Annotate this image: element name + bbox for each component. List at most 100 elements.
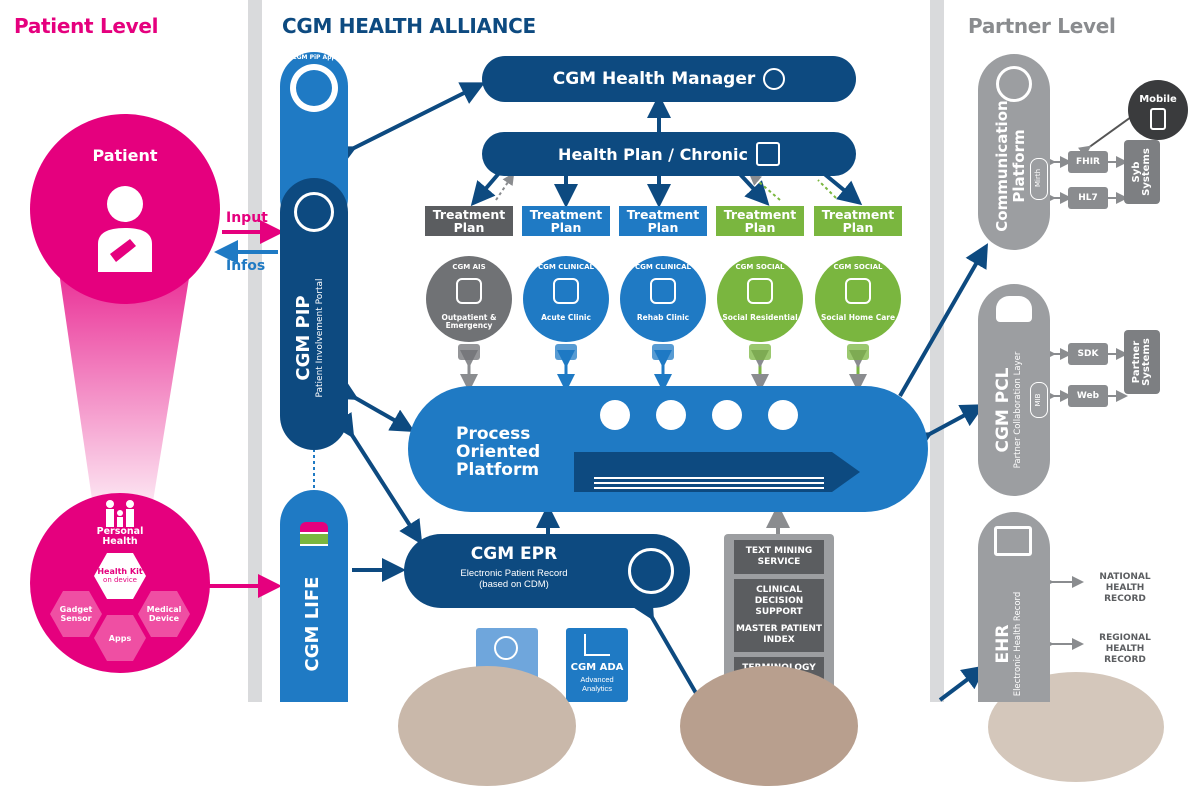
- ehr-subtitle: Electronic Health Record: [1013, 591, 1023, 697]
- platform-icon-4: [768, 400, 798, 430]
- comm-vertical-label: Communication Platform: [993, 96, 1034, 236]
- infos-label: Infos: [226, 258, 266, 274]
- gadget-sensor-hex[interactable]: Gadget Sensor: [50, 591, 102, 637]
- system-circle-icon-2: [553, 278, 579, 304]
- system-circle-icon-1: [456, 278, 482, 304]
- people-icon: [996, 296, 1032, 322]
- system-circle-1[interactable]: CGM AIS Outpatient & Emergency: [426, 256, 512, 342]
- health-kit-hex[interactable]: Health Kit on device: [94, 553, 146, 599]
- system-circle-5[interactable]: CGM SOCIAL Social Home Care: [815, 256, 901, 342]
- treatment-plan-box-2[interactable]: Treatment Plan: [522, 206, 610, 236]
- mirth-label: Mirth: [1034, 168, 1042, 188]
- folder-icon: [994, 526, 1032, 556]
- national-line1: NATIONAL: [1099, 572, 1151, 582]
- health-plan-pill[interactable]: Health Plan / Chronic: [482, 132, 856, 176]
- patient-title: Patient: [92, 146, 158, 165]
- pip-app-label: CGM PiP App: [292, 54, 336, 61]
- regional-health-record[interactable]: REGIONAL HEALTH RECORD: [1084, 633, 1166, 666]
- national-health-record[interactable]: NATIONAL HEALTH RECORD: [1084, 572, 1166, 605]
- system-circle-top-1: CGM AIS: [452, 263, 486, 271]
- pip-title: CGM PIP: [293, 295, 314, 381]
- epr-sub2: (based on CDM): [479, 579, 549, 590]
- database-cylinder-3: [652, 344, 674, 360]
- network-icon: [996, 66, 1032, 102]
- ada-sub2: Analytics: [581, 684, 612, 693]
- pcl-subtitle: Partner Collaboration Layer: [1013, 351, 1023, 469]
- service-master-patient-index[interactable]: MASTER PATIENT INDEX: [734, 618, 824, 652]
- personal-health-title: Personal Health: [96, 526, 144, 547]
- ehr-title: EHR: [993, 624, 1013, 664]
- service-clinical-decision[interactable]: CLINICAL DECISION SUPPORT: [734, 579, 824, 624]
- treatment-plan-box-5[interactable]: Treatment Plan: [814, 206, 902, 236]
- mobile-label: Mobile: [1139, 94, 1177, 105]
- pcl-vertical-label: CGM PCL Partner Collaboration Layer: [993, 330, 1034, 490]
- right-divider: [930, 0, 944, 702]
- mobile-circle[interactable]: Mobile: [1128, 80, 1188, 140]
- database-cylinder-4: [749, 344, 771, 360]
- mib-tag: MIB: [1030, 382, 1048, 418]
- system-circle-icon-4: [747, 278, 773, 304]
- platform-icon-3: [712, 400, 742, 430]
- syb-line2: Systems: [1141, 148, 1152, 196]
- mirth-tag: Mirth: [1030, 158, 1048, 200]
- patient-circle: Patient: [30, 114, 220, 304]
- national-line2: HEALTH RECORD: [1104, 583, 1146, 604]
- platform-line1: Process: [456, 424, 531, 444]
- treatment-plan-box-3[interactable]: Treatment Plan: [619, 206, 707, 236]
- system-circle-top-5: CGM SOCIAL: [833, 263, 883, 271]
- system-circle-label-5: Social Home Care: [820, 313, 896, 322]
- system-circle-label-2: Acute Clinic: [541, 313, 591, 322]
- epr-sub1: Electronic Patient Record: [460, 568, 568, 579]
- platform-icon-2: [656, 400, 686, 430]
- partner-level-header: Partner Level: [968, 14, 1116, 38]
- ada-box[interactable]: CGM ADA Advanced Analytics: [566, 628, 628, 702]
- system-circle-label-1: Outpatient & Emergency: [441, 313, 497, 330]
- treatment-plan-box-4[interactable]: Treatment Plan: [716, 206, 804, 236]
- apps-hex[interactable]: Apps: [94, 615, 146, 661]
- database-cylinder-2: [555, 344, 577, 360]
- service-text-mining[interactable]: TEXT MINING SERVICE: [734, 540, 824, 574]
- health-manager-pill[interactable]: CGM Health Manager: [482, 56, 856, 102]
- sdk-box[interactable]: SDK: [1068, 343, 1108, 365]
- platform-line3: Platform: [456, 460, 540, 480]
- pcl-title: CGM PCL: [993, 367, 1013, 453]
- treatment-plan-box-1[interactable]: Treatment Plan: [425, 206, 513, 236]
- process-platform-pill[interactable]: Process Oriented Platform: [408, 386, 928, 512]
- ehr-vertical-label: EHR Electronic Health Record: [993, 574, 1034, 714]
- health-kit-title: Health Kit: [97, 567, 143, 576]
- family-icon: [106, 500, 134, 527]
- regional-line1: REGIONAL: [1099, 633, 1151, 643]
- syb-systems-label: Syb Systems: [1131, 140, 1152, 204]
- platform-line2: Oriented: [456, 442, 541, 462]
- hl7-box[interactable]: HL7: [1068, 187, 1108, 209]
- database-cylinder-5: [847, 344, 869, 360]
- pip-app-badge: [290, 64, 338, 112]
- alliance-header: CGM HEALTH ALLIANCE: [282, 14, 536, 38]
- platform-icon-1: [600, 400, 630, 430]
- fhir-box[interactable]: FHIR: [1068, 151, 1108, 173]
- partner-systems-label: Partner Systems: [1131, 330, 1152, 394]
- mib-label: MIB: [1034, 393, 1042, 407]
- patient-icon: [98, 186, 152, 272]
- ada-title: CGM ADA: [570, 662, 624, 673]
- calendar-icon: [755, 142, 780, 166]
- life-db-icon: [300, 522, 328, 562]
- pip-subtitle: Patient Involvement Portal: [315, 278, 325, 398]
- personal-health-circle: Personal Health Health Kit on device Gad…: [30, 493, 210, 673]
- photo-2: [680, 666, 858, 786]
- ehr-pill[interactable]: [978, 512, 1050, 702]
- system-circle-label-4: Social Residential: [722, 313, 798, 322]
- photo-1: [398, 666, 576, 786]
- ada-sub1: Advanced: [580, 675, 614, 684]
- epr-pill[interactable]: CGM EPR Electronic Patient Record (based…: [404, 534, 690, 608]
- health-manager-title: CGM Health Manager: [552, 69, 756, 89]
- syb-systems-box[interactable]: Syb Systems: [1124, 140, 1160, 204]
- pip-vertical-label: CGM PIP Patient Involvement Portal: [293, 238, 334, 438]
- partner-systems-box[interactable]: Partner Systems: [1124, 330, 1160, 394]
- web-box[interactable]: Web: [1068, 385, 1108, 407]
- epr-title: CGM EPR: [470, 544, 558, 564]
- medical-device-hex[interactable]: Medical Device: [138, 591, 190, 637]
